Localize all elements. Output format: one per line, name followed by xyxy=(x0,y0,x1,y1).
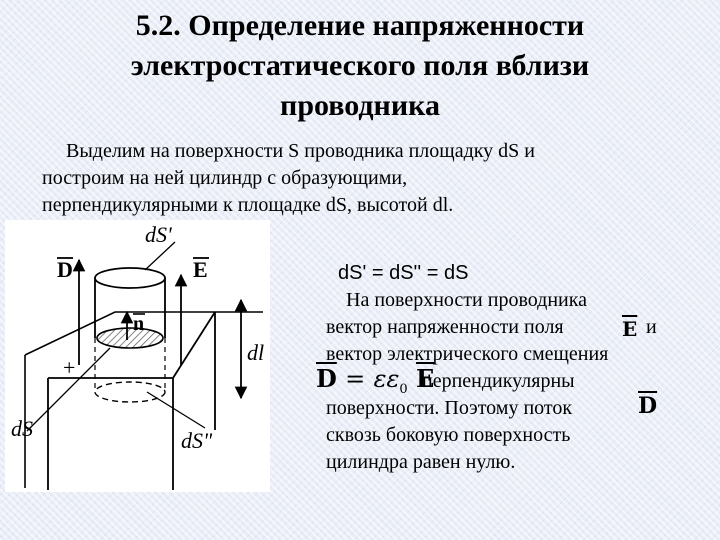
label-dS: dS xyxy=(11,416,33,441)
leader-dS-double xyxy=(146,391,206,429)
label-D: D xyxy=(57,257,73,282)
vector-D-inline: D xyxy=(638,393,658,419)
text-line-4: D = εε0 E перпендикулярны xyxy=(316,365,686,397)
box-edges xyxy=(47,312,216,490)
formula-D-eq-eps-E: D = εε0 E xyxy=(316,364,435,397)
text-line-5: поверхности. Поэтому поток D xyxy=(326,393,658,419)
label-E: E xyxy=(193,257,208,282)
label-dS-double: dS" xyxy=(181,428,213,453)
intro-line-3: перпендикулярными к площадке dS, высотой… xyxy=(42,194,454,216)
intro-line-1: Выделим на поверхности S проводника площ… xyxy=(66,140,536,162)
cylinder-sides xyxy=(94,278,166,338)
text-line-3: вектор электрического смещения xyxy=(326,343,609,365)
vector-E-inline: E xyxy=(622,317,638,341)
cylinder-bottom xyxy=(94,381,166,403)
label-dl: dl xyxy=(247,340,264,365)
surface-plane xyxy=(24,311,263,356)
label-n: n xyxy=(133,313,144,335)
text-line-7: цилиндра равен нулю. xyxy=(326,451,516,473)
title-line-3: проводника xyxy=(280,89,440,122)
figure-panel: dS' D E n dl + dS dS" xyxy=(5,220,270,492)
title-line-2: электростатического поля вблизи xyxy=(130,49,590,82)
slide-title: 5.2. Определение напряженности электрост… xyxy=(60,6,660,126)
explanation-text: dS' = dS'' = dS На поверхности проводник… xyxy=(316,260,686,476)
text-line-2: вектор напряженности поля E и xyxy=(326,316,657,341)
intro-paragraph: Выделим на поверхности S проводника площ… xyxy=(42,138,682,219)
intro-line-2: построим на ней цилиндр с образующими, xyxy=(42,167,408,189)
cylinder-diagram: dS' D E n dl + dS dS" xyxy=(11,222,264,490)
text-line-6: сквозь боковую поверхность xyxy=(326,424,571,446)
leader-dS-prime xyxy=(144,241,176,271)
leader-dS xyxy=(26,347,111,432)
label-plus: + xyxy=(63,355,75,380)
cylinder-top xyxy=(94,267,166,289)
area-dS xyxy=(96,327,164,349)
text-line-1: На поверхности проводника xyxy=(346,289,588,311)
area-equation: dS' = dS'' = dS xyxy=(338,262,469,284)
label-dS-prime: dS' xyxy=(145,222,172,247)
title-line-1: 5.2. Определение напряженности xyxy=(135,9,585,42)
